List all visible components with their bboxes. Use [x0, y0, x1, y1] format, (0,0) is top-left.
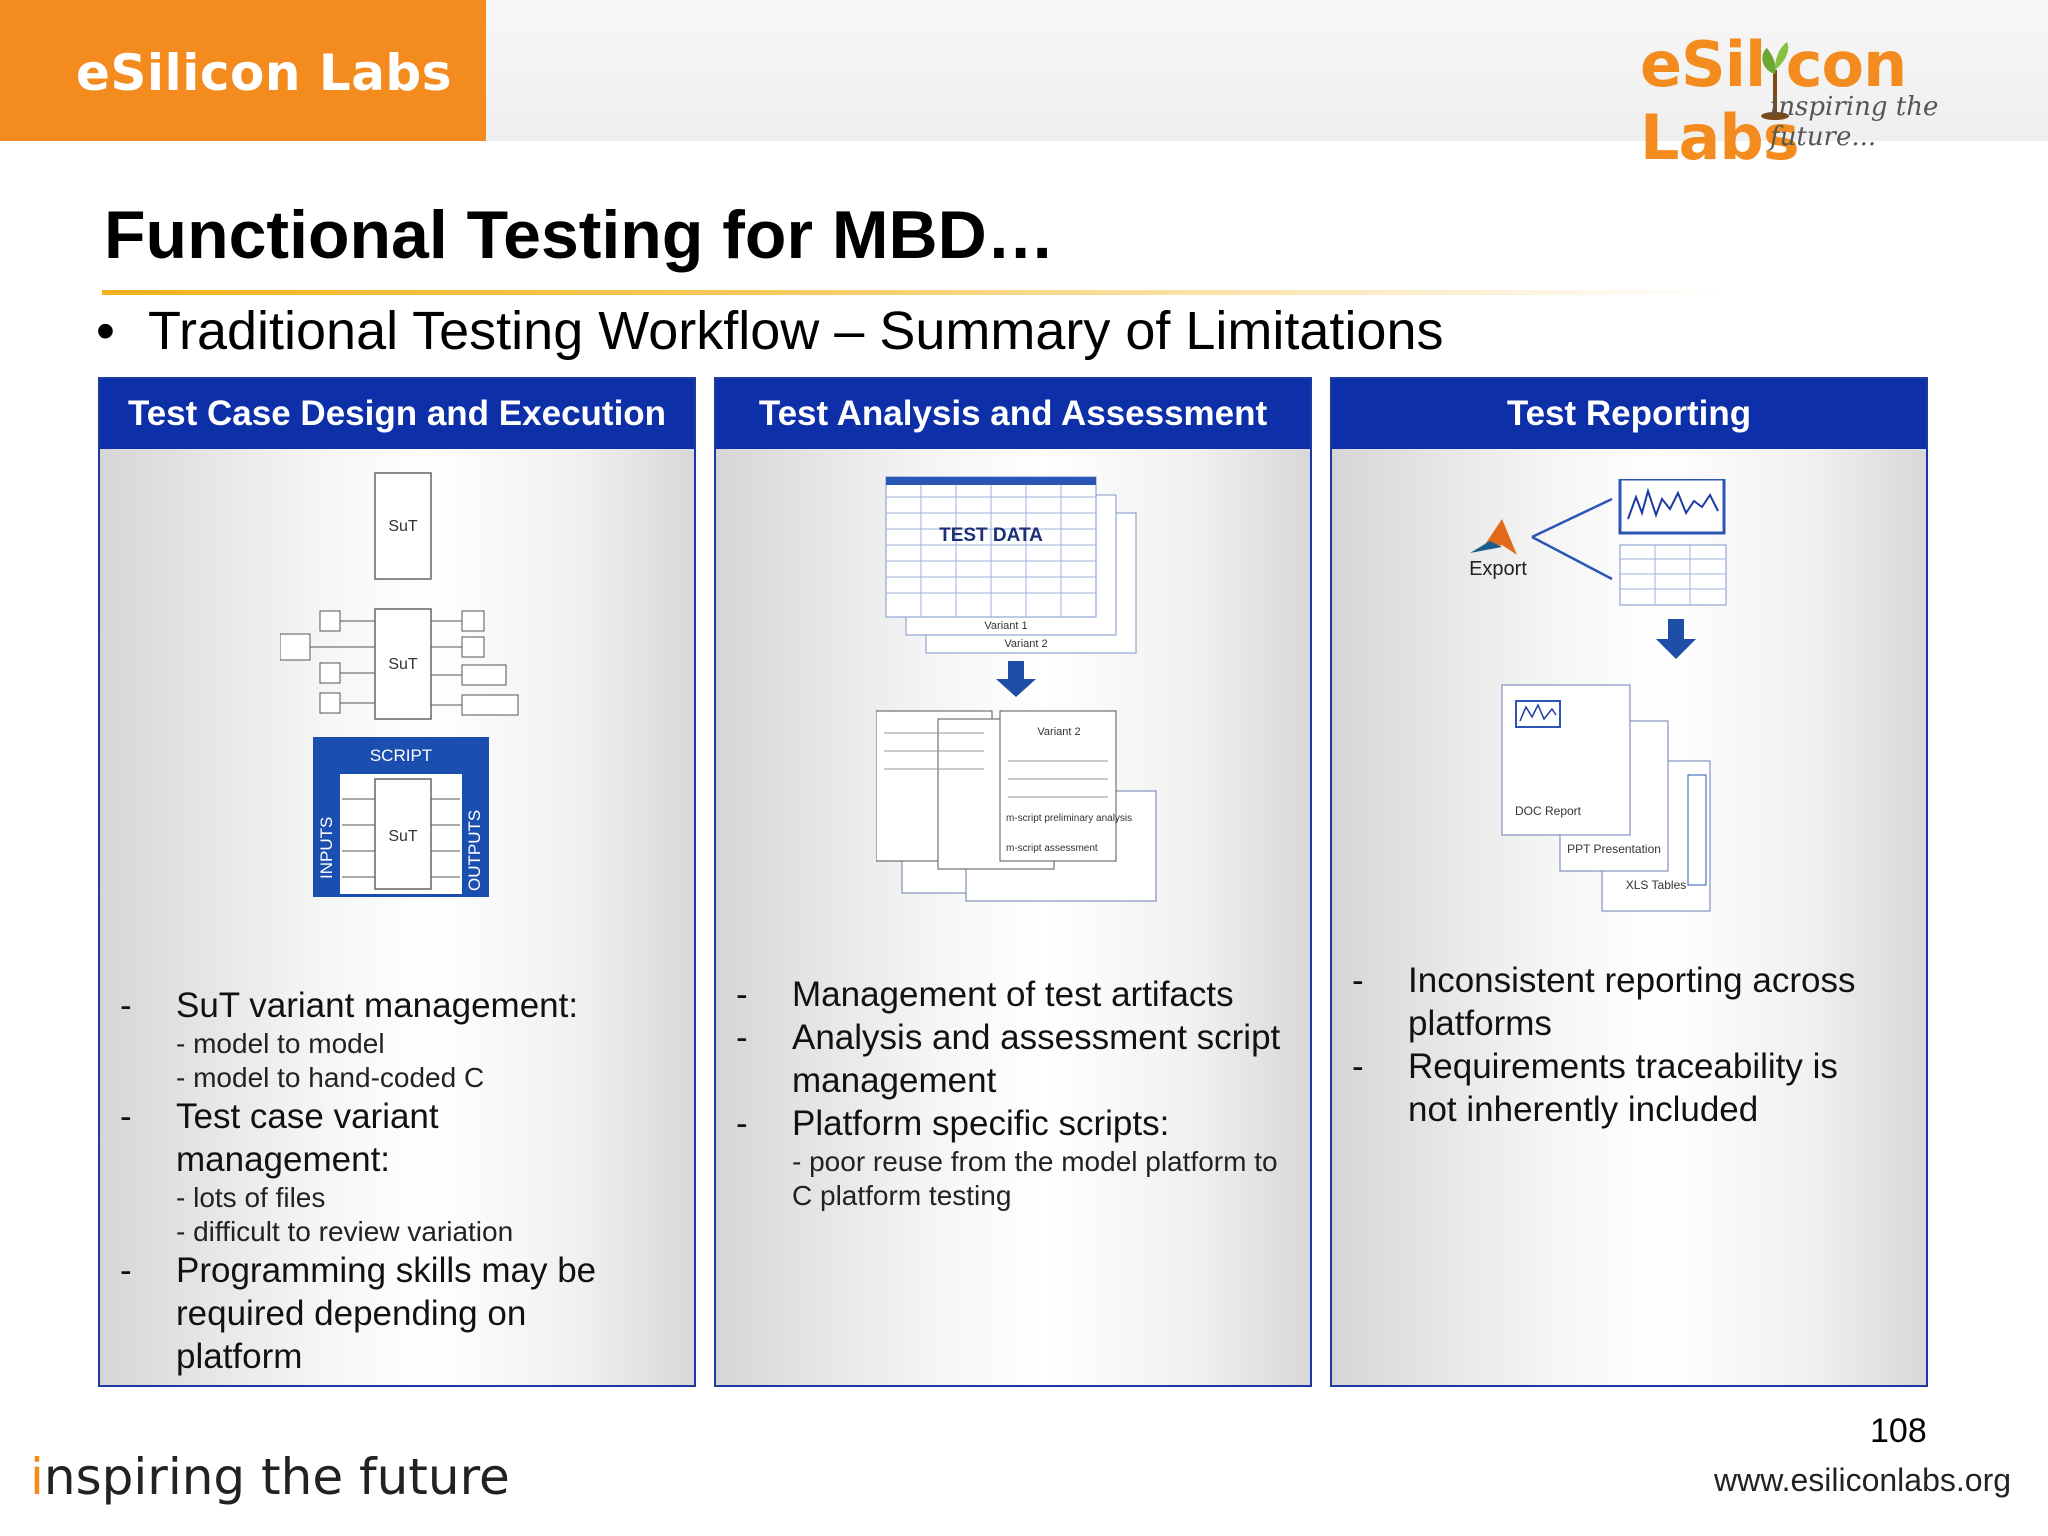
panel-bullets: - SuT variant management: - model to mod…: [120, 984, 676, 1378]
brand-banner: eSilicon Labs: [0, 0, 486, 141]
bullet-sub: - model to model: [176, 1028, 385, 1059]
bullet-dash: -: [1352, 961, 1364, 1000]
reporting-diagram: Export DOC Report PPT Presentation XLS T…: [1469, 479, 1727, 912]
header-bar: eSilicon Labs eSil con Labs inspiring th…: [0, 0, 2048, 174]
xls-label: XLS Tables: [1626, 878, 1687, 892]
subtitle-bullet: •: [96, 301, 115, 361]
bullet-text: SuT variant management:: [176, 986, 579, 1025]
bullet-dash: -: [1352, 1047, 1364, 1086]
bullet-dash: -: [736, 975, 748, 1014]
export-label: Export: [1469, 558, 1527, 580]
page-number: 108: [1870, 1412, 1927, 1450]
arrow-down-icon: [1656, 619, 1696, 659]
bullet-dash: -: [120, 1251, 132, 1290]
outputs-label: OUTPUTS: [465, 810, 484, 891]
sut-diagram: SuT SuT SCRIPT SuT INPUTS OUTP: [280, 472, 519, 897]
sut-label-2: SuT: [388, 656, 418, 673]
bullet-sub: - poor reuse from the model platform to …: [792, 1146, 1278, 1211]
bullet-dash: -: [736, 1018, 748, 1057]
variant-2-doc-label: Variant 2: [1037, 726, 1080, 738]
panel-heading: Test Analysis and Assessment: [716, 379, 1310, 449]
bullet-text: Platform specific scripts:: [792, 1104, 1170, 1143]
sut-label-3: SuT: [388, 828, 418, 845]
panel-bullets: - Inconsistent reporting across platform…: [1352, 959, 1908, 1131]
list-item: - Platform specific scripts: - poor reus…: [736, 1102, 1297, 1213]
bullet-dash: -: [120, 986, 132, 1025]
panel-bullets: - Management of test artifacts - Analysi…: [736, 973, 1297, 1213]
ppt-label: PPT Presentation: [1567, 842, 1661, 856]
mscript-assessment-label: m-script assessment: [1006, 843, 1098, 854]
slide-title: Functional Testing for MBD…: [104, 197, 1055, 273]
company-logo: eSil con Labs inspiring the future...: [1640, 28, 2020, 174]
test-data-diagram: TEST DATA Variant 1 Variant 2 Variant 2 …: [876, 476, 1157, 902]
variant-1-label: Variant 1: [984, 620, 1027, 632]
bullet-text: Management of test artifacts: [792, 975, 1234, 1014]
footer-tagline: inspiring the future: [30, 1448, 510, 1506]
slide-subtitle: • Traditional Testing Workflow – Summary …: [96, 300, 1444, 362]
list-item: - Requirements traceability is not inher…: [1352, 1045, 1878, 1131]
footer-website-link[interactable]: www.esiliconlabs.org: [1714, 1462, 2012, 1498]
bullet-text: Requirements traceability is not inheren…: [1408, 1047, 1838, 1129]
bullet-dash: -: [120, 1097, 132, 1136]
sut-label-1: SuT: [388, 518, 418, 535]
mscript-preliminary-label: m-script preliminary analysis: [1006, 813, 1132, 824]
panel-heading: Test Reporting: [1332, 379, 1926, 449]
list-item: - Test case variant management:: [120, 1095, 506, 1181]
sprout-icon: [1761, 42, 1789, 120]
bullet-text: Analysis and assessment script managemen…: [792, 1018, 1281, 1100]
variant-2-label: Variant 2: [1004, 638, 1047, 650]
list-item: - Management of test artifacts: [736, 973, 1297, 1016]
list-item: - Analysis and assessment script managem…: [736, 1016, 1297, 1102]
script-label: SCRIPT: [370, 746, 432, 765]
doc-report-label: DOC Report: [1515, 804, 1582, 818]
bullet-sub: - difficult to review variation: [176, 1216, 514, 1247]
bullet-text: Inconsistent reporting across platforms: [1408, 961, 1856, 1043]
panel-test-design: Test Case Design and Execution SuT SuT S…: [98, 377, 696, 1387]
tagline-rest: nspiring the future: [43, 1448, 510, 1506]
tagline-i: i: [30, 1448, 44, 1506]
panel-test-reporting: Test Reporting Export DOC Report PPT Pre…: [1330, 377, 1928, 1387]
bullet-text: Test case variant management:: [176, 1097, 439, 1179]
brand-name: eSilicon Labs: [76, 44, 452, 102]
logo-tagline: inspiring the future...: [1770, 92, 1939, 152]
panel-test-analysis: Test Analysis and Assessment TEST DATA V…: [714, 377, 1312, 1387]
bullet-sub: - lots of files: [176, 1182, 326, 1213]
list-item: - Inconsistent reporting across platform…: [1352, 959, 1908, 1045]
list-item: - Programming skills may be required dep…: [120, 1249, 616, 1378]
inputs-label: INPUTS: [317, 817, 336, 879]
panel-heading: Test Case Design and Execution: [100, 379, 694, 449]
subtitle-text: Traditional Testing Workflow – Summary o…: [148, 301, 1444, 361]
title-underline: [102, 290, 1722, 295]
list-item: - SuT variant management: - model to mod…: [120, 984, 676, 1095]
bullet-text: Programming skills may be required depen…: [176, 1251, 597, 1376]
arrow-down-icon: [996, 661, 1036, 697]
bullet-dash: -: [736, 1104, 748, 1143]
test-data-label: TEST DATA: [939, 525, 1043, 546]
bullet-sub: - model to hand-coded C: [176, 1062, 485, 1093]
